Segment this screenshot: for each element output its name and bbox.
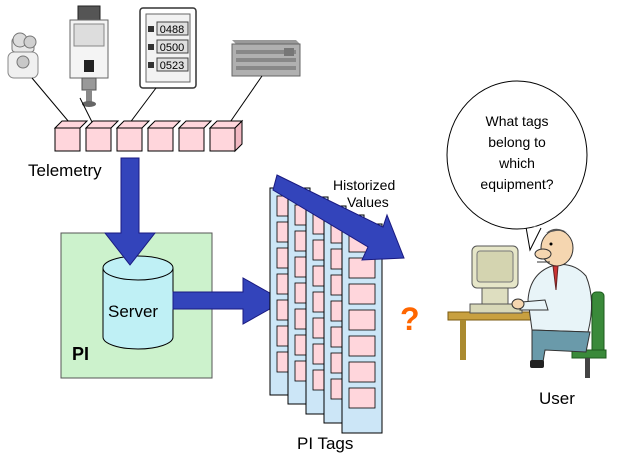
meter-reading-3: 0523 — [160, 60, 184, 72]
server-label: Server — [108, 302, 158, 321]
digital-meter-device: 0488 0500 0523 — [139, 7, 197, 89]
speech-bubble-text-line: equipment? — [480, 176, 553, 192]
historized-values-arrow — [272, 174, 405, 261]
meter-reading-2: 0500 — [160, 42, 184, 54]
rack-controller-device — [231, 40, 301, 77]
meter-reading-1: 0488 — [160, 24, 184, 36]
server-to-tags-arrow — [172, 277, 286, 325]
question-mark: ? — [400, 301, 420, 337]
microscope-device — [7, 32, 39, 79]
user-label: User — [539, 389, 575, 408]
pi-label: PI — [72, 344, 89, 364]
historized-label: Historized — [333, 177, 395, 193]
telemetry-to-server-arrow — [103, 157, 157, 266]
telemetry-strip — [53, 119, 244, 153]
pi-tags-label: PI Tags — [297, 434, 353, 453]
server-cylinder — [102, 255, 174, 350]
speech-bubble-text-line: which — [498, 155, 535, 171]
user-at-computer-illustration — [447, 228, 607, 378]
speech-bubble — [446, 80, 588, 252]
speech-bubble-text-line: belong to — [488, 134, 546, 150]
telemetry-label: Telemetry — [28, 161, 102, 180]
panel-pc-device — [69, 5, 109, 107]
values-label: Values — [347, 194, 389, 210]
speech-bubble-text-line: What tags — [485, 113, 548, 129]
